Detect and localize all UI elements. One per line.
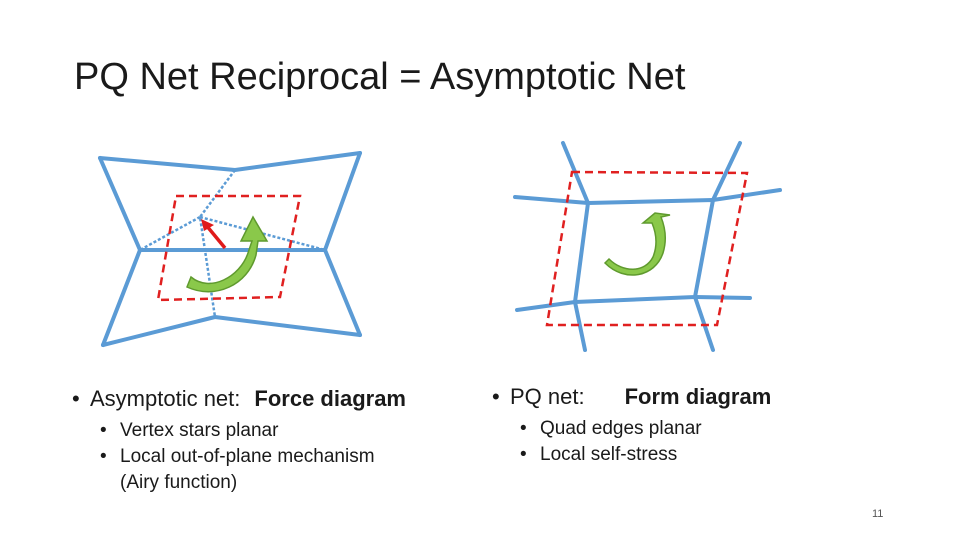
right-bullet-label: PQ net: (510, 384, 585, 409)
spoke-right-upper (711, 188, 782, 202)
left-sub-bullets: • Vertex stars planar • Local out-of-pla… (100, 420, 472, 494)
left-sub-text: Vertex stars planar (120, 420, 279, 441)
force-arrow-head (201, 219, 214, 231)
right-edge (323, 151, 362, 337)
dashed-face-outline (545, 170, 749, 327)
bullet-dot-icon: • (100, 420, 107, 441)
spoke-top-right (711, 141, 742, 202)
left-bullet-bold: Force diagram (254, 386, 406, 411)
left-sub-item: • Local out-of-plane mechanism (100, 446, 472, 468)
central-quad (573, 198, 715, 304)
left-sub-item-continued: (Airy function) (100, 472, 472, 494)
force-diagram-figure (90, 145, 390, 360)
right-main-bullet: • PQ net: Form diagram (492, 384, 852, 410)
spoke-bottom-left (573, 300, 587, 352)
spoke-left-upper (513, 195, 590, 205)
left-sub-text: Local out-of-plane mechanism (120, 446, 375, 467)
right-bullets: • PQ net: Form diagram • Quad edges plan… (492, 384, 852, 470)
slide-title: PQ Net Reciprocal = Asymptotic Net (74, 56, 686, 98)
bottom-edge (101, 315, 362, 347)
rotation-arrow-icon (186, 215, 269, 293)
bullet-dot-icon: • (520, 418, 527, 439)
hidden-edge-center (198, 169, 237, 318)
form-diagram-svg (513, 141, 782, 352)
spoke-left-lower (515, 300, 577, 312)
page-number: 11 (872, 508, 884, 520)
bullet-dot-icon: • (72, 386, 80, 411)
left-edge (98, 156, 142, 347)
right-bullet-bold: Form diagram (624, 384, 772, 409)
force-arrow-line (204, 223, 227, 250)
bullet-dot-icon: • (492, 384, 500, 409)
left-sub-item: • Vertex stars planar (100, 420, 472, 442)
spoke-bottom-right (693, 295, 715, 352)
right-sub-item: • Local self-stress (520, 444, 852, 466)
right-sub-text: Quad edges planar (540, 418, 702, 439)
right-sub-bullets: • Quad edges planar • Local self-stress (520, 418, 852, 466)
bullet-dot-icon: • (520, 444, 527, 465)
hidden-edge-left (139, 215, 201, 252)
left-bullets: • Asymptotic net: Force diagram • Vertex… (72, 386, 472, 498)
left-sub-text: (Airy function) (120, 472, 238, 493)
top-edge (98, 151, 362, 172)
form-diagram-edges (513, 141, 782, 352)
hidden-edge-right (199, 215, 326, 252)
form-diagram-figure (505, 135, 795, 360)
left-bullet-label: Asymptotic net: (90, 386, 241, 411)
left-main-bullet: • Asymptotic net: Force diagram (72, 386, 472, 412)
dashed-face-outline (156, 194, 302, 302)
rotation-arrow-icon (603, 212, 671, 276)
right-sub-item: • Quad edges planar (520, 418, 852, 440)
bullet-dot-icon: • (100, 446, 107, 467)
force-diagram-svg (98, 151, 362, 347)
right-sub-text: Local self-stress (540, 444, 678, 465)
